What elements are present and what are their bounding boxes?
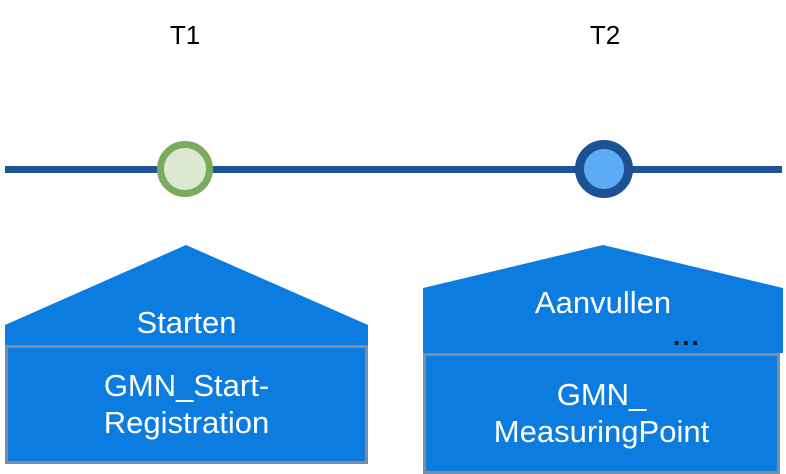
node-entity-label-measuring: GMN_ MeasuringPoint bbox=[493, 376, 710, 449]
time-label-t1: T1 bbox=[169, 20, 201, 50]
node-entity-box-start[interactable]: GMN_Start- Registration bbox=[5, 345, 368, 464]
node-entity-label-start: GMN_Start- Registration bbox=[103, 367, 270, 440]
node-ellipsis-measuring: ... bbox=[673, 321, 701, 351]
node-start-registration[interactable]: Starten GMN_Start- Registration bbox=[5, 245, 368, 474]
timeline-marker-t1-icon[interactable] bbox=[157, 141, 213, 197]
node-action-label-start: Starten bbox=[136, 305, 237, 340]
node-action-label-measuring: Aanvullen bbox=[534, 285, 672, 320]
time-label-t2: T2 bbox=[589, 20, 621, 50]
node-entity-box-measuring[interactable]: GMN_ MeasuringPoint bbox=[423, 353, 780, 474]
timeline-marker-t2-icon[interactable] bbox=[575, 140, 633, 198]
pentagon-shape-icon bbox=[423, 245, 783, 353]
pentagon-shape-icon bbox=[5, 245, 368, 345]
timeline-axis bbox=[5, 166, 782, 173]
node-measuring-point[interactable]: Aanvullen ... GMN_ MeasuringPoint bbox=[423, 245, 783, 474]
